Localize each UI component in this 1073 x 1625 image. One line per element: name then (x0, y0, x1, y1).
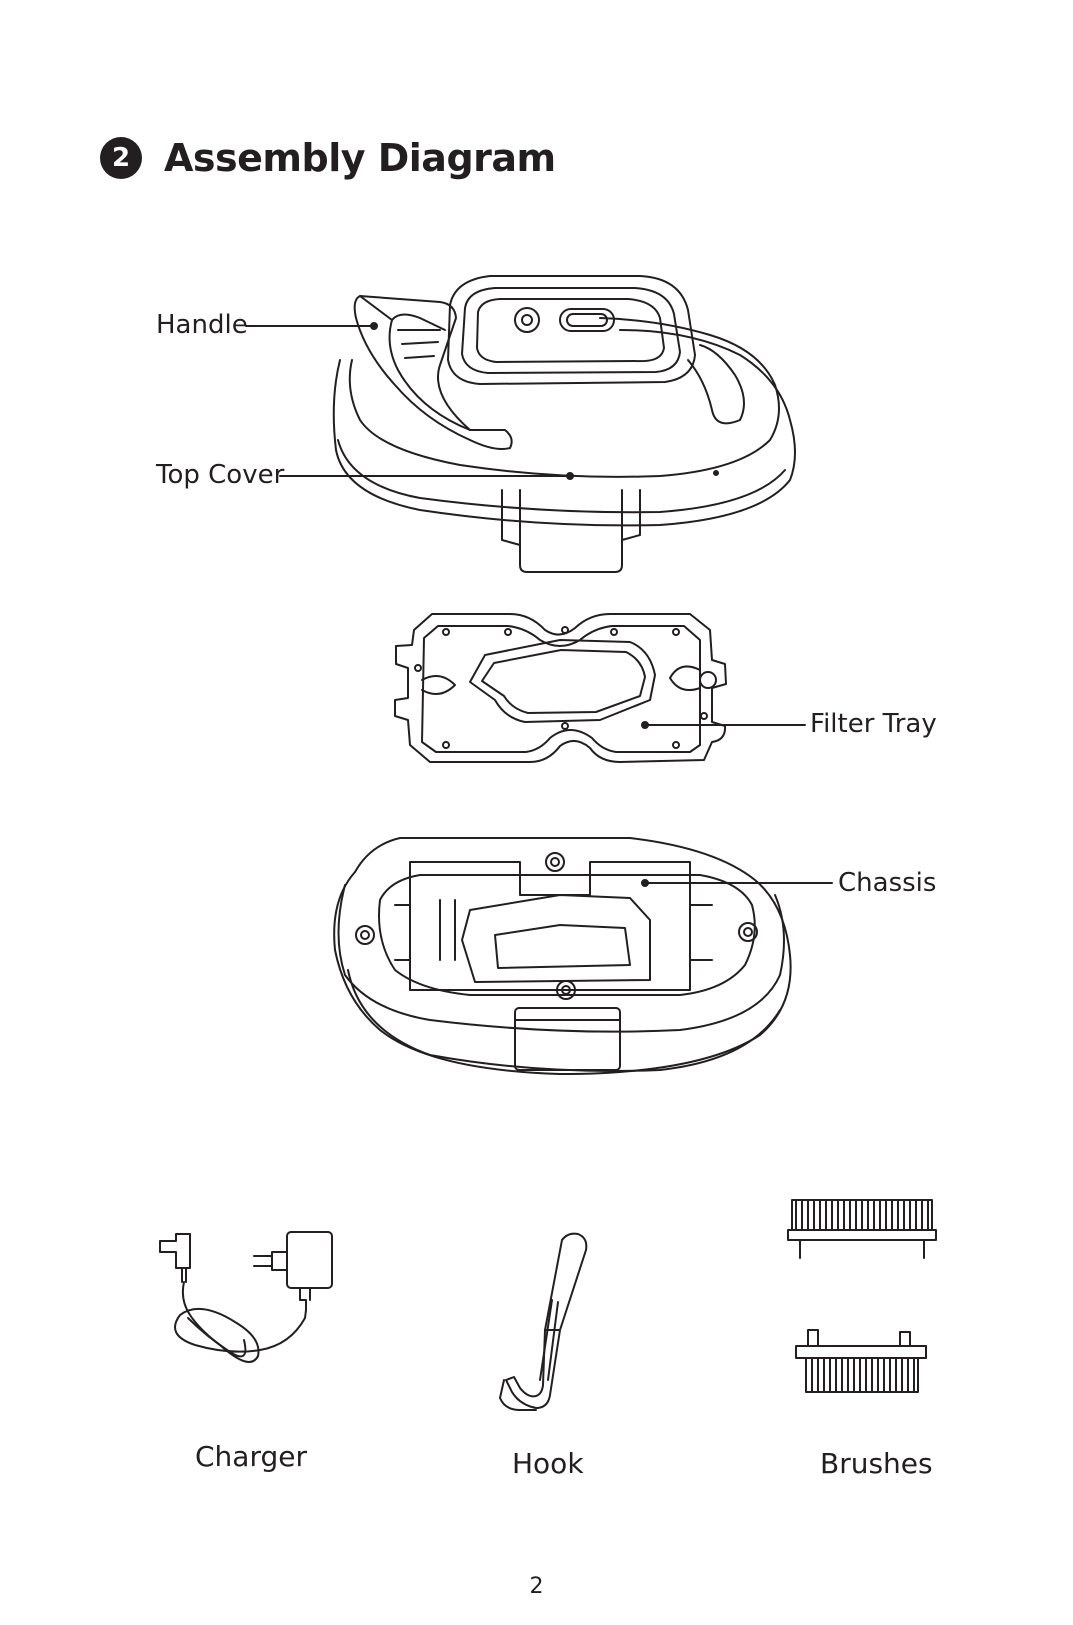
filter-tray-illustration (394, 613, 727, 763)
page-number: 2 (529, 1574, 544, 1599)
page-title: Assembly Diagram (164, 136, 556, 180)
brushes-label: Brushes (820, 1447, 933, 1480)
charger-label: Charger (195, 1440, 307, 1473)
hook-label: Hook (512, 1447, 584, 1480)
section-number-badge: 2 (100, 137, 142, 179)
brushes-illustration (787, 1199, 937, 1393)
charger-illustration (159, 1231, 333, 1363)
top-cover-label: Top Cover (156, 460, 285, 490)
section-heading: 2 Assembly Diagram (100, 128, 556, 188)
leader-lines (245, 322, 833, 887)
filter-tray-label: Filter Tray (810, 709, 937, 739)
chassis-illustration (333, 837, 792, 1075)
top-cover-illustration (332, 275, 796, 573)
chassis-label: Chassis (838, 868, 937, 898)
handle-label: Handle (156, 310, 248, 340)
hook-illustration (499, 1232, 588, 1411)
